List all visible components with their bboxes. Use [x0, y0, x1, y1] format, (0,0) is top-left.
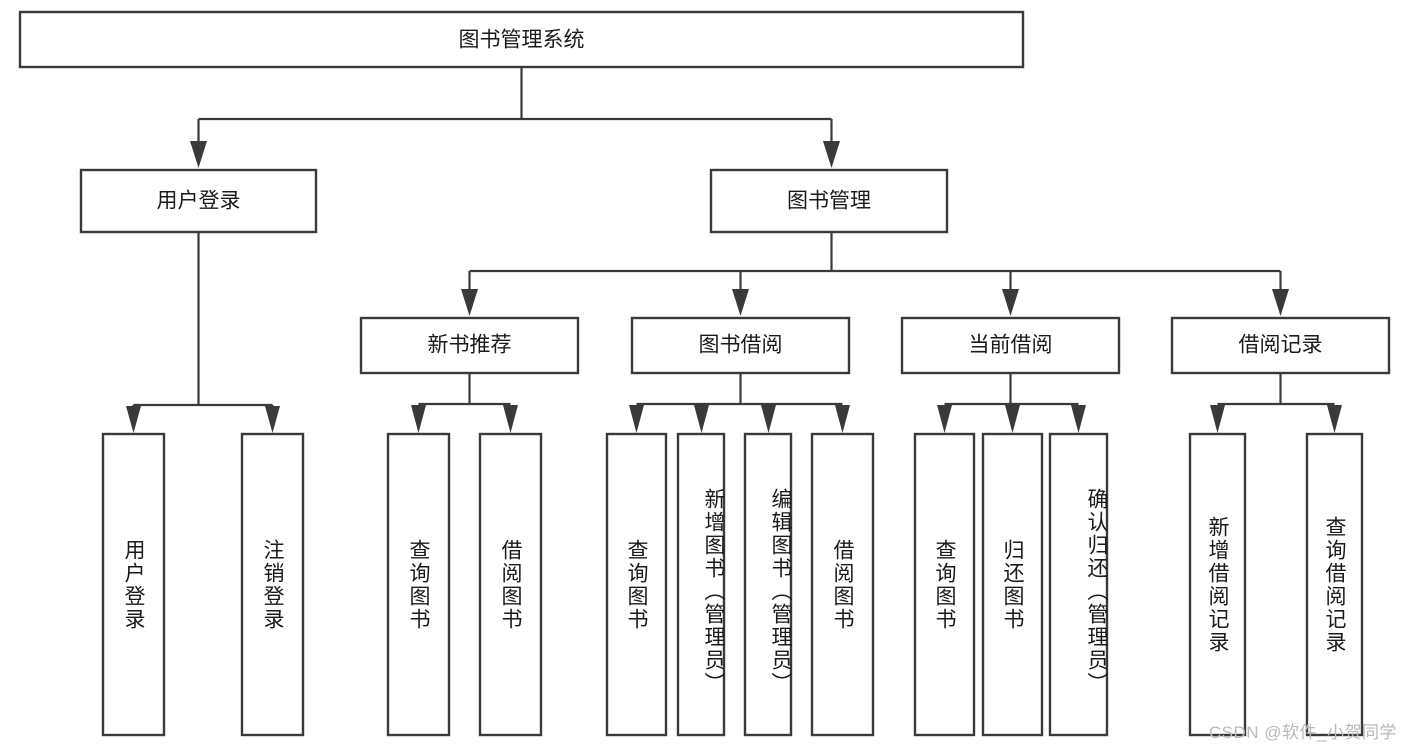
arrow-head-leaf-confirm-return [1071, 405, 1086, 433]
arrow-head-leaf-query-book-2 [629, 405, 644, 433]
node-new-book-recommend-label: 新书推荐 [428, 334, 512, 357]
node-book-borrow[interactable]: 图书借阅 [630, 316, 851, 375]
arrow-head-borrow-record [1272, 289, 1289, 316]
leaf-box-logout[interactable] [240, 432, 305, 737]
node-user-login-label: 用户登录 [157, 190, 241, 213]
arrow-head-leaf-add-record [1210, 405, 1225, 433]
arrow-head-leaf-query-book-3 [937, 405, 952, 433]
arrow-head-leaf-borrow-book-2 [835, 405, 850, 433]
connector-group-borrow-record [1210, 373, 1342, 433]
arrow-head-leaf-add-book [694, 405, 709, 433]
node-current-borrow[interactable]: 当前借阅 [900, 316, 1121, 375]
arrow-head-leaf-query-book-1 [411, 405, 426, 433]
csdn-watermark: CSDN @软件_小贺同学 [1208, 723, 1397, 742]
leaf-box-borrow-book-rec[interactable] [478, 432, 543, 737]
connector-group-current-borrow [937, 373, 1086, 433]
connector-group-new-book-rec [411, 373, 518, 433]
arrow-head-book-borrow [732, 289, 749, 316]
node-book-management[interactable]: 图书管理 [709, 168, 949, 234]
arrow-head-book-mgmt [823, 141, 840, 168]
node-book-borrow-box[interactable] [630, 316, 851, 375]
arrow-head-leaf-borrow-book-1 [503, 405, 518, 433]
arrow-head-leaf-return-book [1005, 405, 1020, 433]
connector-group-book-mgmt [461, 232, 1289, 316]
arrow-head-user-login [190, 141, 207, 168]
arrow-head-leaf-query-record [1327, 405, 1342, 433]
arrow-head-new-book-rec [461, 289, 478, 316]
node-borrow-record-box[interactable] [1170, 316, 1391, 375]
leaf-box-add-book-admin[interactable] [676, 432, 726, 737]
node-new-book-recommend[interactable]: 新书推荐 [359, 316, 580, 375]
leaf-box-confirm-return-admin[interactable] [1048, 432, 1109, 737]
leaf-box-borrow-book[interactable] [810, 432, 875, 737]
node-root[interactable]: 图书管理系统 [18, 10, 1025, 69]
arrow-head-current-borrow [1002, 289, 1019, 316]
node-current-borrow-box[interactable] [900, 316, 1121, 375]
leaf-box-edit-book-admin[interactable] [743, 432, 793, 737]
arrow-head-leaf-user-login [126, 406, 141, 433]
node-root-box[interactable] [18, 10, 1025, 69]
node-user-login-box[interactable] [79, 168, 318, 234]
node-book-management-box[interactable] [709, 168, 949, 234]
node-borrow-record-label: 借阅记录 [1239, 334, 1323, 357]
leaf-box-return-book[interactable] [981, 432, 1044, 737]
node-new-book-recommend-box[interactable] [359, 316, 580, 375]
node-current-borrow-label: 当前借阅 [969, 334, 1053, 357]
node-book-management-label: 图书管理 [787, 190, 871, 213]
arrow-head-leaf-edit-book [761, 405, 776, 433]
leaf-box-group [101, 432, 1364, 737]
node-root-label: 图书管理系统 [459, 29, 585, 52]
connector-group-book-borrow [629, 373, 850, 433]
node-borrow-record[interactable]: 借阅记录 [1170, 316, 1391, 375]
leaf-box-query-book-current[interactable] [913, 432, 976, 737]
leaf-box-user-login[interactable] [101, 432, 166, 737]
leaf-box-add-borrow-record[interactable] [1188, 432, 1247, 737]
leaf-box-query-borrow-record[interactable] [1305, 432, 1364, 737]
leaf-box-query-book-borrow[interactable] [605, 432, 668, 737]
node-user-login[interactable]: 用户登录 [79, 168, 318, 234]
connector-group-user-login [126, 232, 280, 433]
leaf-box-query-book-rec[interactable] [386, 432, 451, 737]
arrow-head-leaf-logout [265, 406, 280, 433]
node-book-borrow-label: 图书借阅 [699, 334, 783, 357]
connector-group-root [190, 67, 840, 168]
